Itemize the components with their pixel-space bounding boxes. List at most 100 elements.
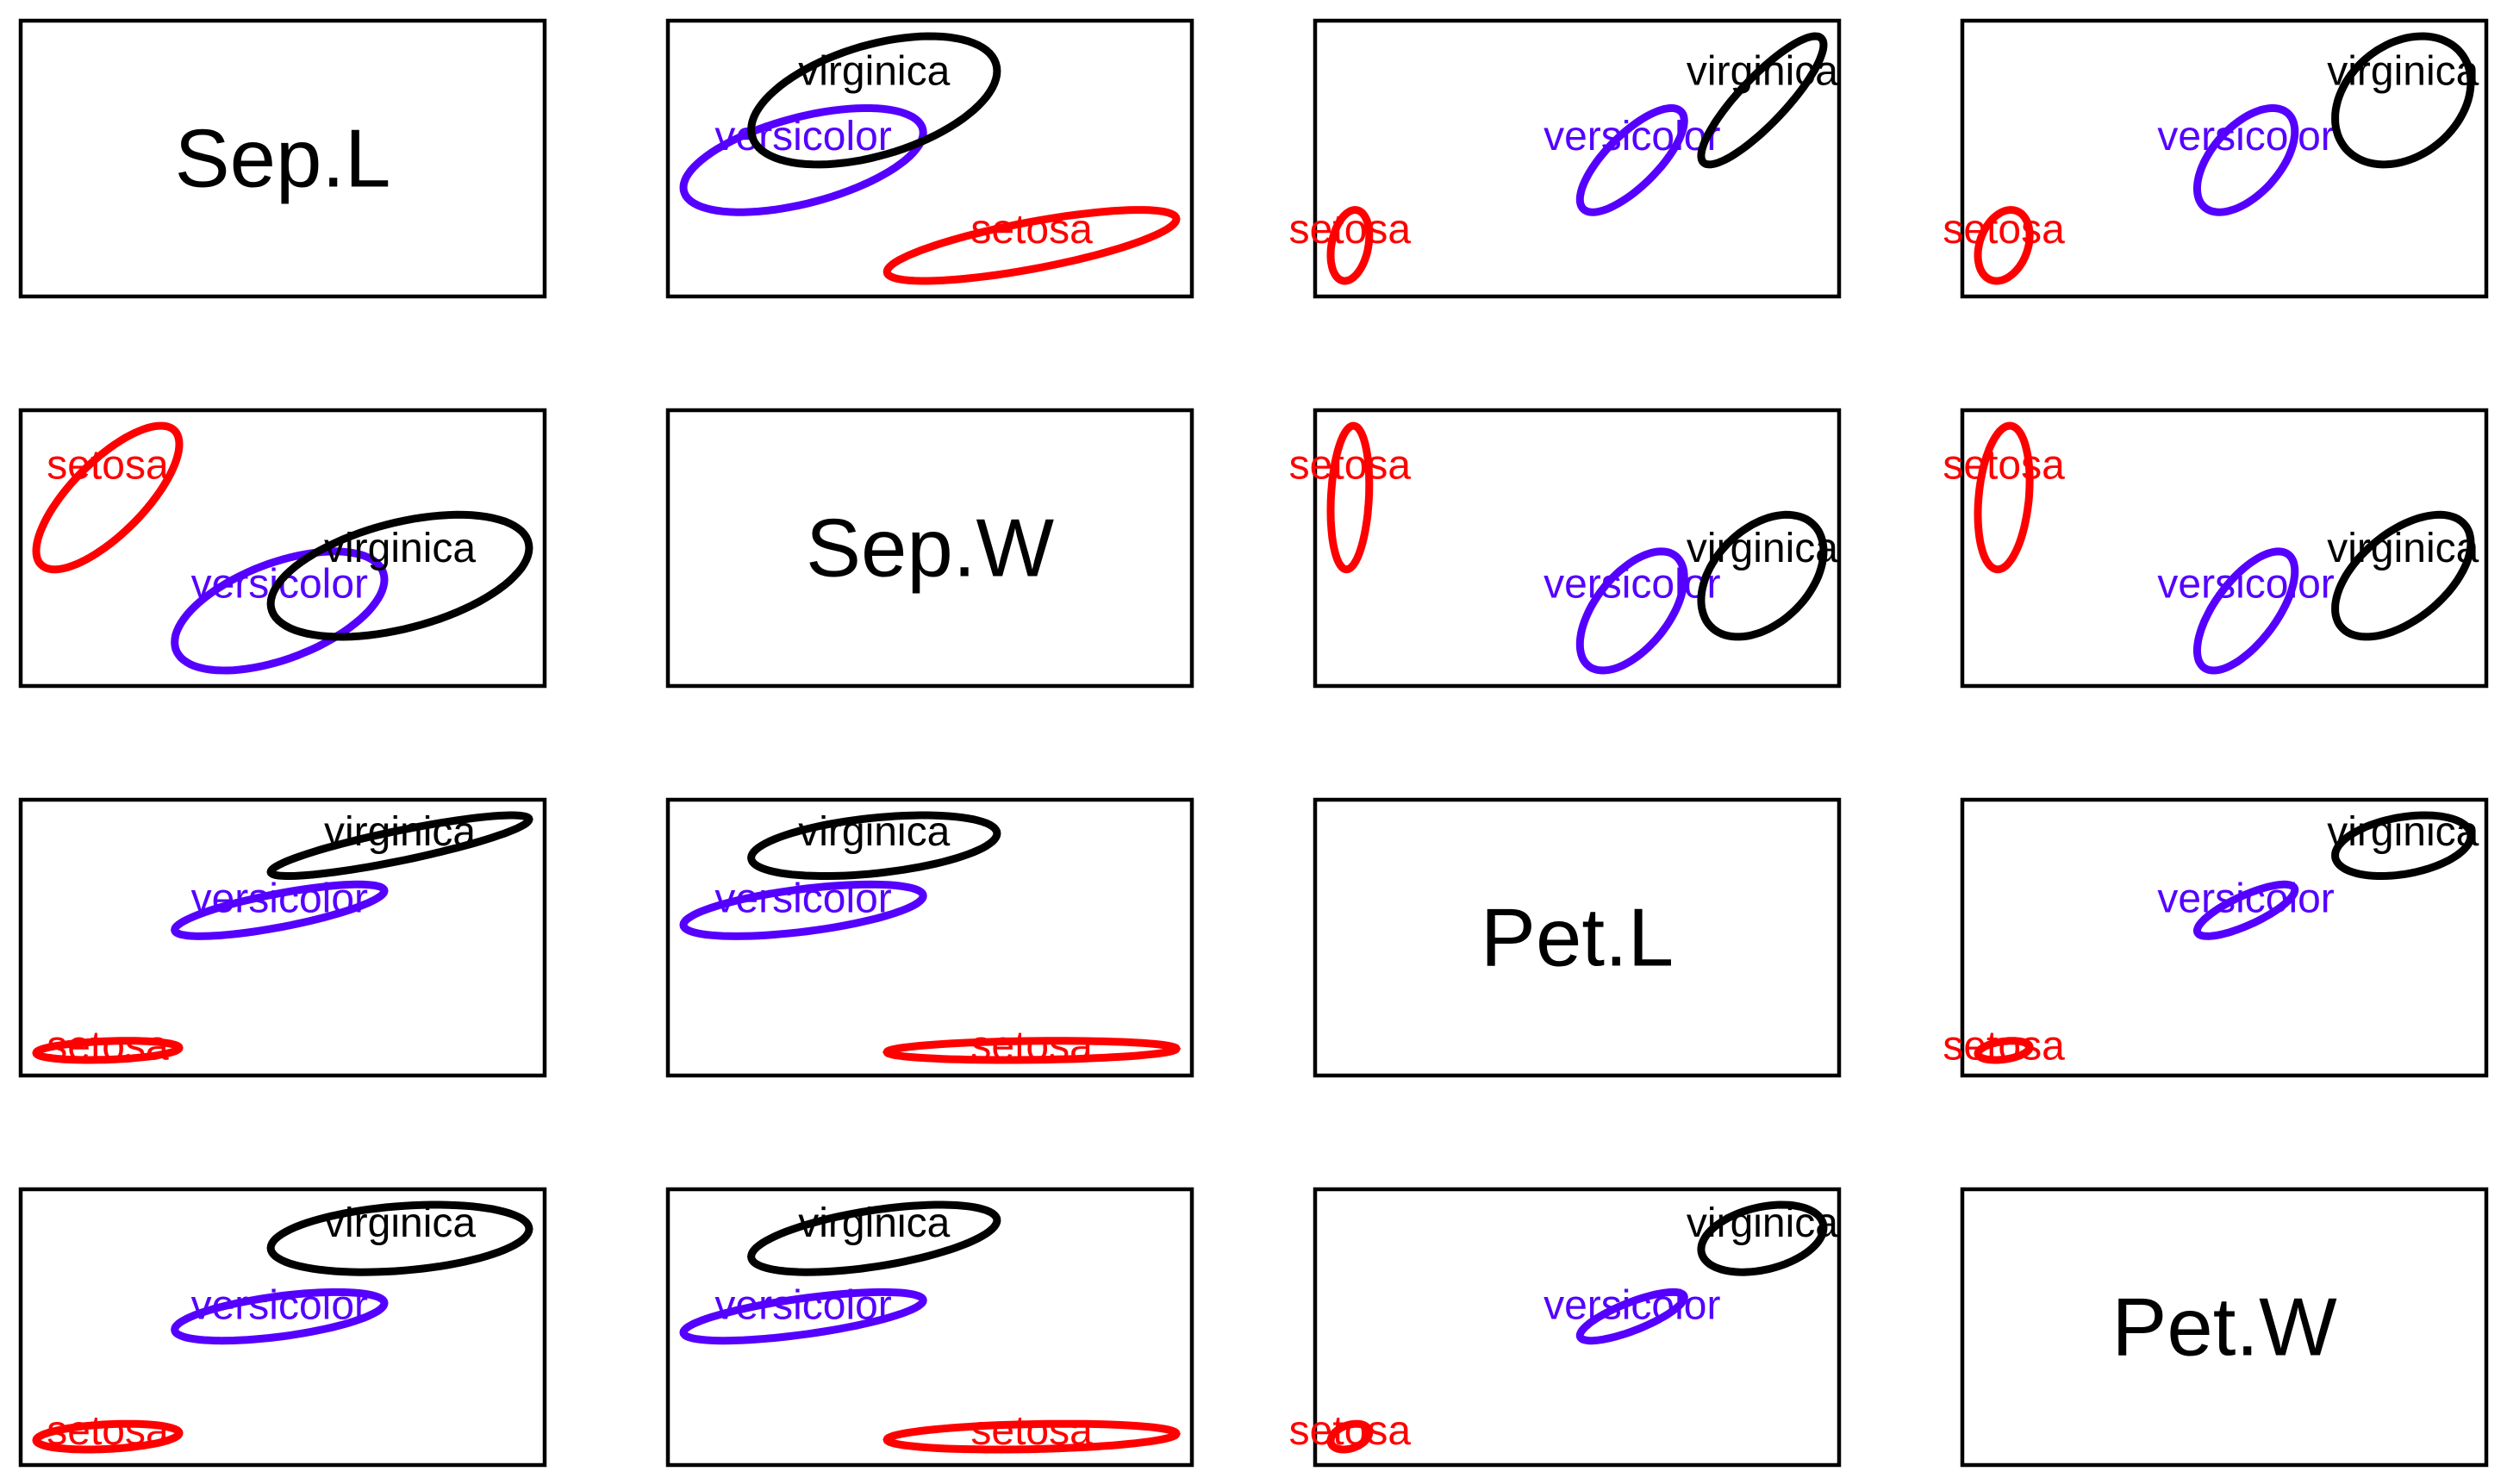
label-virginica: virginica	[324, 809, 476, 855]
panel-frame	[1960, 797, 2489, 1078]
ellipse-setosa	[882, 1037, 1182, 1064]
label-versicolor: versicolor	[714, 1282, 891, 1328]
panel-Pet.W-vs-Sep.W: setosa versicolor virginica	[665, 1187, 1194, 1468]
ellipse-virginica	[266, 1200, 533, 1276]
label-versicolor: versicolor	[714, 876, 891, 921]
panel-Pet.W-vs-Pet.W: Pet.W	[1960, 1187, 2489, 1468]
variable-label: Sep.W	[806, 502, 1054, 595]
ellipse-virginica	[2331, 510, 2475, 641]
ellipse-virginica	[1697, 1200, 1828, 1276]
panel-frame	[1313, 18, 1842, 299]
ellipse-setosa	[1326, 206, 1374, 285]
panel-frame	[665, 408, 1194, 689]
label-setosa: setosa	[970, 1023, 1093, 1069]
panel-Pet.L-vs-Sep.L: setosa versicolor virginica	[18, 797, 547, 1078]
label-versicolor: versicolor	[1543, 561, 1720, 607]
label-virginica: virginica	[324, 1200, 476, 1246]
ellipse-versicolor	[679, 880, 927, 940]
variable-label: Pet.L	[1481, 892, 1674, 984]
ellipse-setosa	[1974, 1037, 2034, 1064]
label-virginica: virginica	[798, 48, 950, 94]
ellipse-versicolor	[171, 880, 389, 940]
label-versicolor: versicolor	[1543, 114, 1720, 159]
label-setosa: setosa	[47, 442, 169, 488]
ellipse-versicolor	[1575, 103, 1688, 216]
label-versicolor: versicolor	[1543, 1282, 1720, 1328]
panel-frame	[18, 797, 547, 1078]
ellipse-virginica	[266, 811, 533, 880]
label-virginica: virginica	[798, 809, 950, 855]
panel-Sep.L-vs-Sep.L: Sep.L	[18, 18, 547, 299]
panel-frame	[18, 408, 547, 689]
ellipse-setosa	[1974, 206, 2034, 285]
panel-frame	[1960, 18, 2489, 299]
panel-Pet.L-vs-Sep.W: setosa versicolor virginica	[665, 797, 1194, 1078]
panel-frame	[1313, 1187, 1842, 1468]
panel-frame	[665, 797, 1194, 1078]
ellipse-virginica	[1697, 32, 1828, 169]
ellipse-setosa	[32, 421, 184, 574]
panel-frame	[1313, 408, 1842, 689]
label-setosa: setosa	[970, 207, 1093, 253]
label-setosa: setosa	[1289, 1408, 1412, 1454]
ellipse-setosa	[1326, 421, 1374, 574]
ellipse-virginica	[2331, 811, 2475, 880]
label-virginica: virginica	[2327, 48, 2479, 94]
variable-label: Pet.W	[2111, 1281, 2337, 1374]
ellipse-setosa	[882, 1419, 1181, 1454]
panel-frame	[1960, 408, 2489, 689]
ellipse-versicolor	[2192, 880, 2299, 940]
panel-frame	[665, 1187, 1194, 1468]
panel-Sep.L-vs-Pet.L: setosa versicolor virginica	[1289, 18, 1842, 299]
panel-Sep.L-vs-Sep.W: setosa versicolor virginica	[665, 18, 1194, 299]
ellipse-versicolor	[1575, 547, 1688, 675]
label-virginica: virginica	[2327, 526, 2479, 571]
ellipse-versicolor	[2192, 103, 2299, 216]
label-virginica: virginica	[2327, 809, 2479, 855]
panel-frame	[18, 18, 547, 299]
ellipse-versicolor	[679, 1288, 927, 1345]
ellipse-versicolor	[1575, 1288, 1688, 1345]
label-versicolor: versicolor	[2157, 561, 2334, 607]
label-virginica: virginica	[798, 1200, 950, 1246]
label-versicolor: versicolor	[191, 876, 368, 921]
label-versicolor: versicolor	[714, 114, 891, 159]
variable-label: Sep.L	[175, 113, 391, 205]
label-setosa: setosa	[970, 1408, 1093, 1454]
ellipse-setosa	[1326, 1419, 1374, 1454]
label-versicolor: versicolor	[2157, 114, 2334, 159]
panel-Pet.L-vs-Pet.L: Pet.L	[1313, 797, 1842, 1078]
label-setosa: setosa	[47, 1023, 169, 1069]
label-virginica: virginica	[324, 526, 476, 571]
label-setosa: setosa	[1289, 207, 1412, 253]
ellipse-virginica	[266, 510, 533, 641]
label-virginica: virginica	[1687, 526, 1838, 571]
panel-frame	[1313, 797, 1842, 1078]
ellipse-versicolor	[679, 104, 927, 216]
ellipse-virginica	[747, 32, 1001, 169]
label-setosa: setosa	[1289, 442, 1412, 488]
ellipse-virginica	[2331, 32, 2475, 169]
ellipse-versicolor	[171, 1288, 389, 1345]
ellipse-setosa	[1974, 421, 2034, 574]
ellipse-virginica	[747, 1200, 1001, 1276]
label-versicolor: versicolor	[191, 1282, 368, 1328]
panel-frame	[1960, 1187, 2489, 1468]
label-setosa: setosa	[1943, 1023, 2065, 1069]
panel-frame	[665, 18, 1194, 299]
label-virginica: virginica	[1687, 48, 1838, 94]
ellipse-setosa	[32, 1037, 184, 1064]
ellipse-virginica	[1697, 510, 1828, 641]
panel-frame	[18, 1187, 547, 1468]
panel-Sep.W-vs-Sep.W: Sep.W	[665, 408, 1194, 689]
ellipse-virginica	[747, 811, 1001, 880]
ellipse-setosa	[882, 206, 1181, 285]
ellipse-setosa	[32, 1419, 184, 1454]
